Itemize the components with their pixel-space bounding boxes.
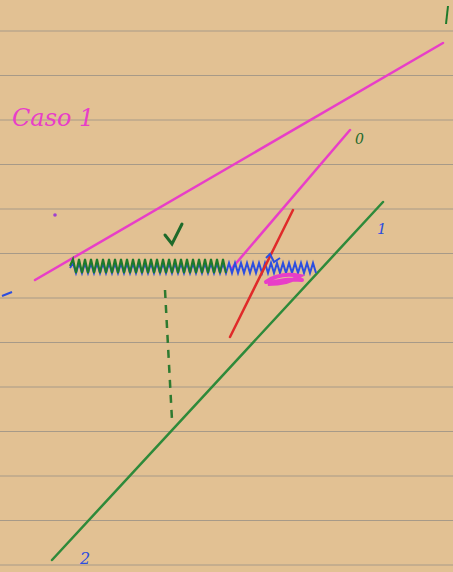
ruled-line xyxy=(0,209,453,210)
ruled-line xyxy=(0,298,453,299)
point-label: 2 xyxy=(80,551,90,567)
ruled-line xyxy=(0,31,453,32)
ruled-line xyxy=(0,476,453,477)
ruled-line xyxy=(0,387,453,388)
ruled-line xyxy=(0,342,453,343)
ruled-line xyxy=(0,253,453,254)
case-title: Caso 1 xyxy=(12,106,94,130)
ruled-line xyxy=(0,164,453,165)
point-label: 0 xyxy=(355,132,364,146)
green-mark xyxy=(446,6,448,24)
dot xyxy=(53,213,57,217)
ruled-lines xyxy=(0,31,453,565)
dashed-line xyxy=(165,290,172,420)
magenta-scribble xyxy=(266,275,302,284)
ruled-line xyxy=(0,565,453,566)
magenta-line xyxy=(232,130,350,268)
red-line xyxy=(230,210,293,337)
point-label: 1 xyxy=(377,222,387,237)
blue-mark xyxy=(2,292,12,296)
ruled-line xyxy=(0,431,453,432)
ruled-line xyxy=(0,520,453,521)
green-squiggle xyxy=(70,259,226,273)
magenta-line xyxy=(35,43,443,280)
check-mark xyxy=(165,224,182,244)
blue-mark xyxy=(266,254,280,262)
green-line xyxy=(52,202,383,560)
